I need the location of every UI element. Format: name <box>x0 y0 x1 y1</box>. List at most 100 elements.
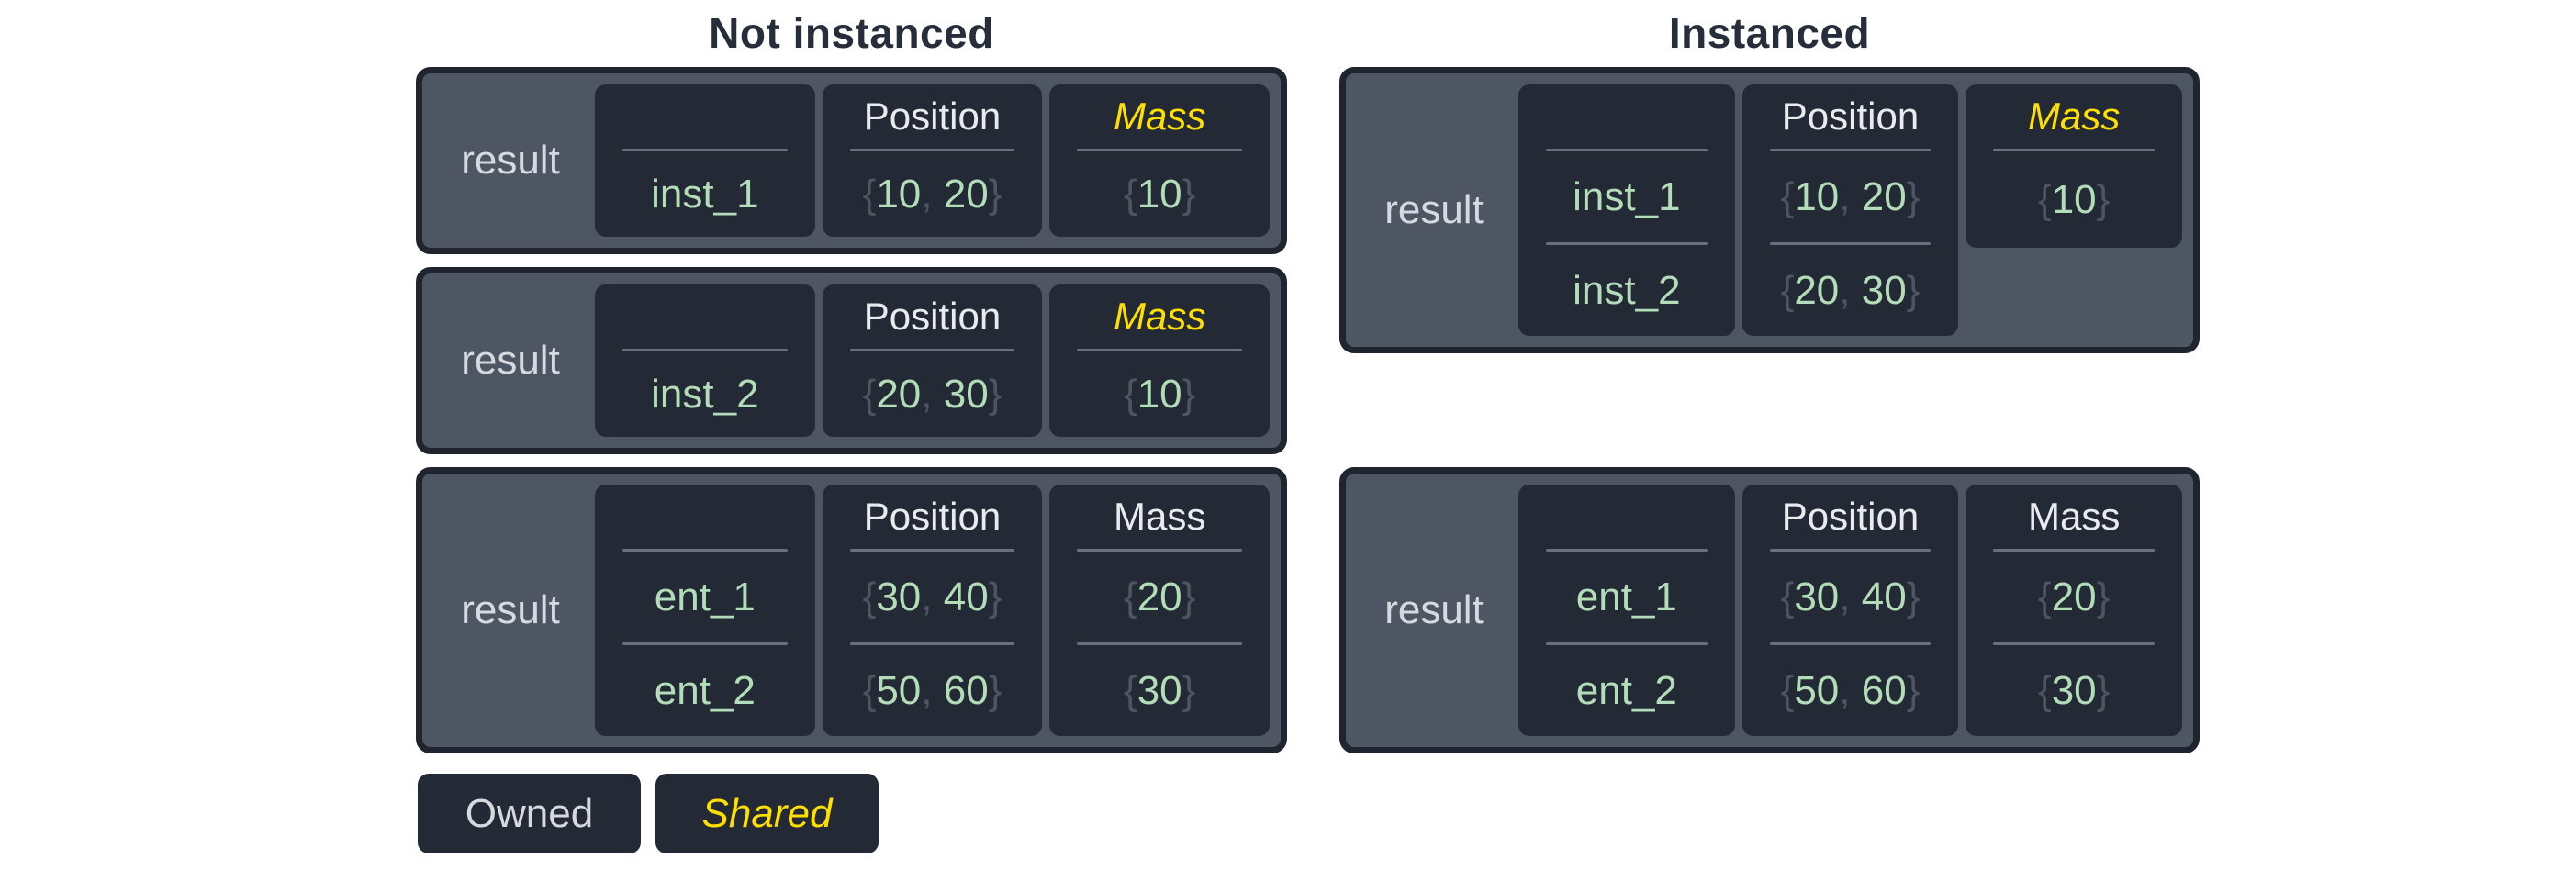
value-text: 20 <box>876 371 922 417</box>
row-divider <box>1769 242 1932 245</box>
value-row: {20} <box>1966 552 2182 642</box>
value-text: 10 <box>876 171 922 217</box>
value-row: {10} <box>1049 151 1270 237</box>
value-punctuation: { <box>862 574 877 619</box>
row-divider <box>622 149 788 151</box>
column-header: Mass <box>2028 95 2121 138</box>
result-label: result <box>461 138 560 183</box>
value-punctuation: , <box>921 667 944 713</box>
value-punctuation: { <box>2038 176 2052 222</box>
component-column-position: Position{30, 40}{50, 60} <box>822 485 1043 736</box>
row-divider <box>849 549 1015 552</box>
legend-shared-chip: Shared <box>655 774 879 853</box>
value-punctuation: } <box>1182 371 1196 417</box>
value-text: 20 <box>943 171 989 217</box>
value-punctuation: , <box>1839 173 1862 219</box>
entity-name: ent_2 <box>1518 645 1735 736</box>
row-divider <box>1769 549 1932 552</box>
result-label: result <box>461 587 560 632</box>
row-divider <box>622 642 788 645</box>
row-divider <box>1769 642 1932 645</box>
value-text: 30 <box>1794 574 1840 619</box>
value-text: ent_2 <box>654 667 756 713</box>
value-punctuation: } <box>988 574 1002 619</box>
section-title-not-instanced: Not instanced <box>709 9 994 57</box>
value-punctuation: , <box>1839 574 1862 619</box>
value-punctuation: { <box>1124 371 1137 417</box>
row-divider <box>1077 149 1243 151</box>
component-column-mass: Mass{10} <box>1049 84 1271 237</box>
column-header: Position <box>1781 95 1920 138</box>
value-text: 40 <box>943 574 989 619</box>
value-punctuation: , <box>1839 267 1862 313</box>
value-punctuation: { <box>1780 173 1795 219</box>
value-punctuation: , <box>921 371 944 417</box>
value-text: 20 <box>1794 267 1840 313</box>
value-punctuation: { <box>2038 667 2052 713</box>
value-text: 10 <box>1794 173 1840 219</box>
entity-column: inst_1 <box>595 84 815 237</box>
section-title-instanced: Instanced <box>1668 9 1871 57</box>
value-text: inst_2 <box>1573 267 1681 313</box>
value-punctuation: } <box>1906 267 1921 313</box>
value-text: 10 <box>2051 176 2097 222</box>
value-punctuation: { <box>862 667 877 713</box>
value-punctuation: } <box>988 171 1002 217</box>
value-punctuation: } <box>1906 173 1921 219</box>
column-header: Mass <box>1114 295 1206 338</box>
value-row: {20} <box>1049 552 1270 642</box>
value-punctuation: { <box>1780 267 1795 313</box>
value-punctuation: } <box>2096 667 2111 713</box>
column-header: Mass <box>1114 495 1206 538</box>
legend: Owned Shared <box>418 774 1287 853</box>
value-punctuation: { <box>862 371 877 417</box>
value-row: {10} <box>1966 151 2182 248</box>
value-text: 30 <box>1137 667 1182 713</box>
value-text: 50 <box>1794 667 1840 713</box>
value-row: {10, 20} <box>1742 151 1959 242</box>
value-punctuation: , <box>921 574 944 619</box>
column-header: Position <box>863 495 1002 538</box>
value-punctuation: } <box>1182 171 1196 217</box>
value-text: 20 <box>1861 173 1907 219</box>
entity-name: inst_1 <box>595 151 815 237</box>
column-header-empty <box>595 485 815 549</box>
value-row: {30, 40} <box>823 552 1043 642</box>
component-column-position: Position{10, 20} <box>822 84 1043 237</box>
column-header-empty <box>1518 485 1735 549</box>
value-text: 10 <box>1137 171 1182 217</box>
value-text: 20 <box>1137 574 1182 619</box>
legend-owned-chip: Owned <box>418 774 641 853</box>
value-punctuation: { <box>1124 574 1137 619</box>
value-row: {50, 60} <box>1742 645 1959 736</box>
legend-shared-label: Shared <box>701 790 833 836</box>
row-divider <box>1993 642 2156 645</box>
row-divider <box>1546 242 1708 245</box>
entity-name: inst_2 <box>595 351 815 437</box>
column-header: Position <box>1781 495 1920 538</box>
value-punctuation: } <box>2096 176 2111 222</box>
column-header-empty <box>1518 84 1735 149</box>
value-punctuation: , <box>921 171 944 217</box>
value-punctuation: } <box>1182 667 1196 713</box>
value-punctuation: { <box>862 171 877 217</box>
value-row: {20, 30} <box>1742 245 1959 336</box>
value-text: 50 <box>876 667 922 713</box>
value-punctuation: { <box>2038 574 2052 619</box>
value-text: inst_2 <box>651 371 759 417</box>
row-divider <box>1077 549 1243 552</box>
column-header-empty <box>595 84 815 149</box>
value-text: 30 <box>2051 667 2097 713</box>
component-column-mass: Mass{10} <box>1049 284 1271 437</box>
column-header: Mass <box>2028 495 2121 538</box>
row-divider <box>1993 149 2156 151</box>
